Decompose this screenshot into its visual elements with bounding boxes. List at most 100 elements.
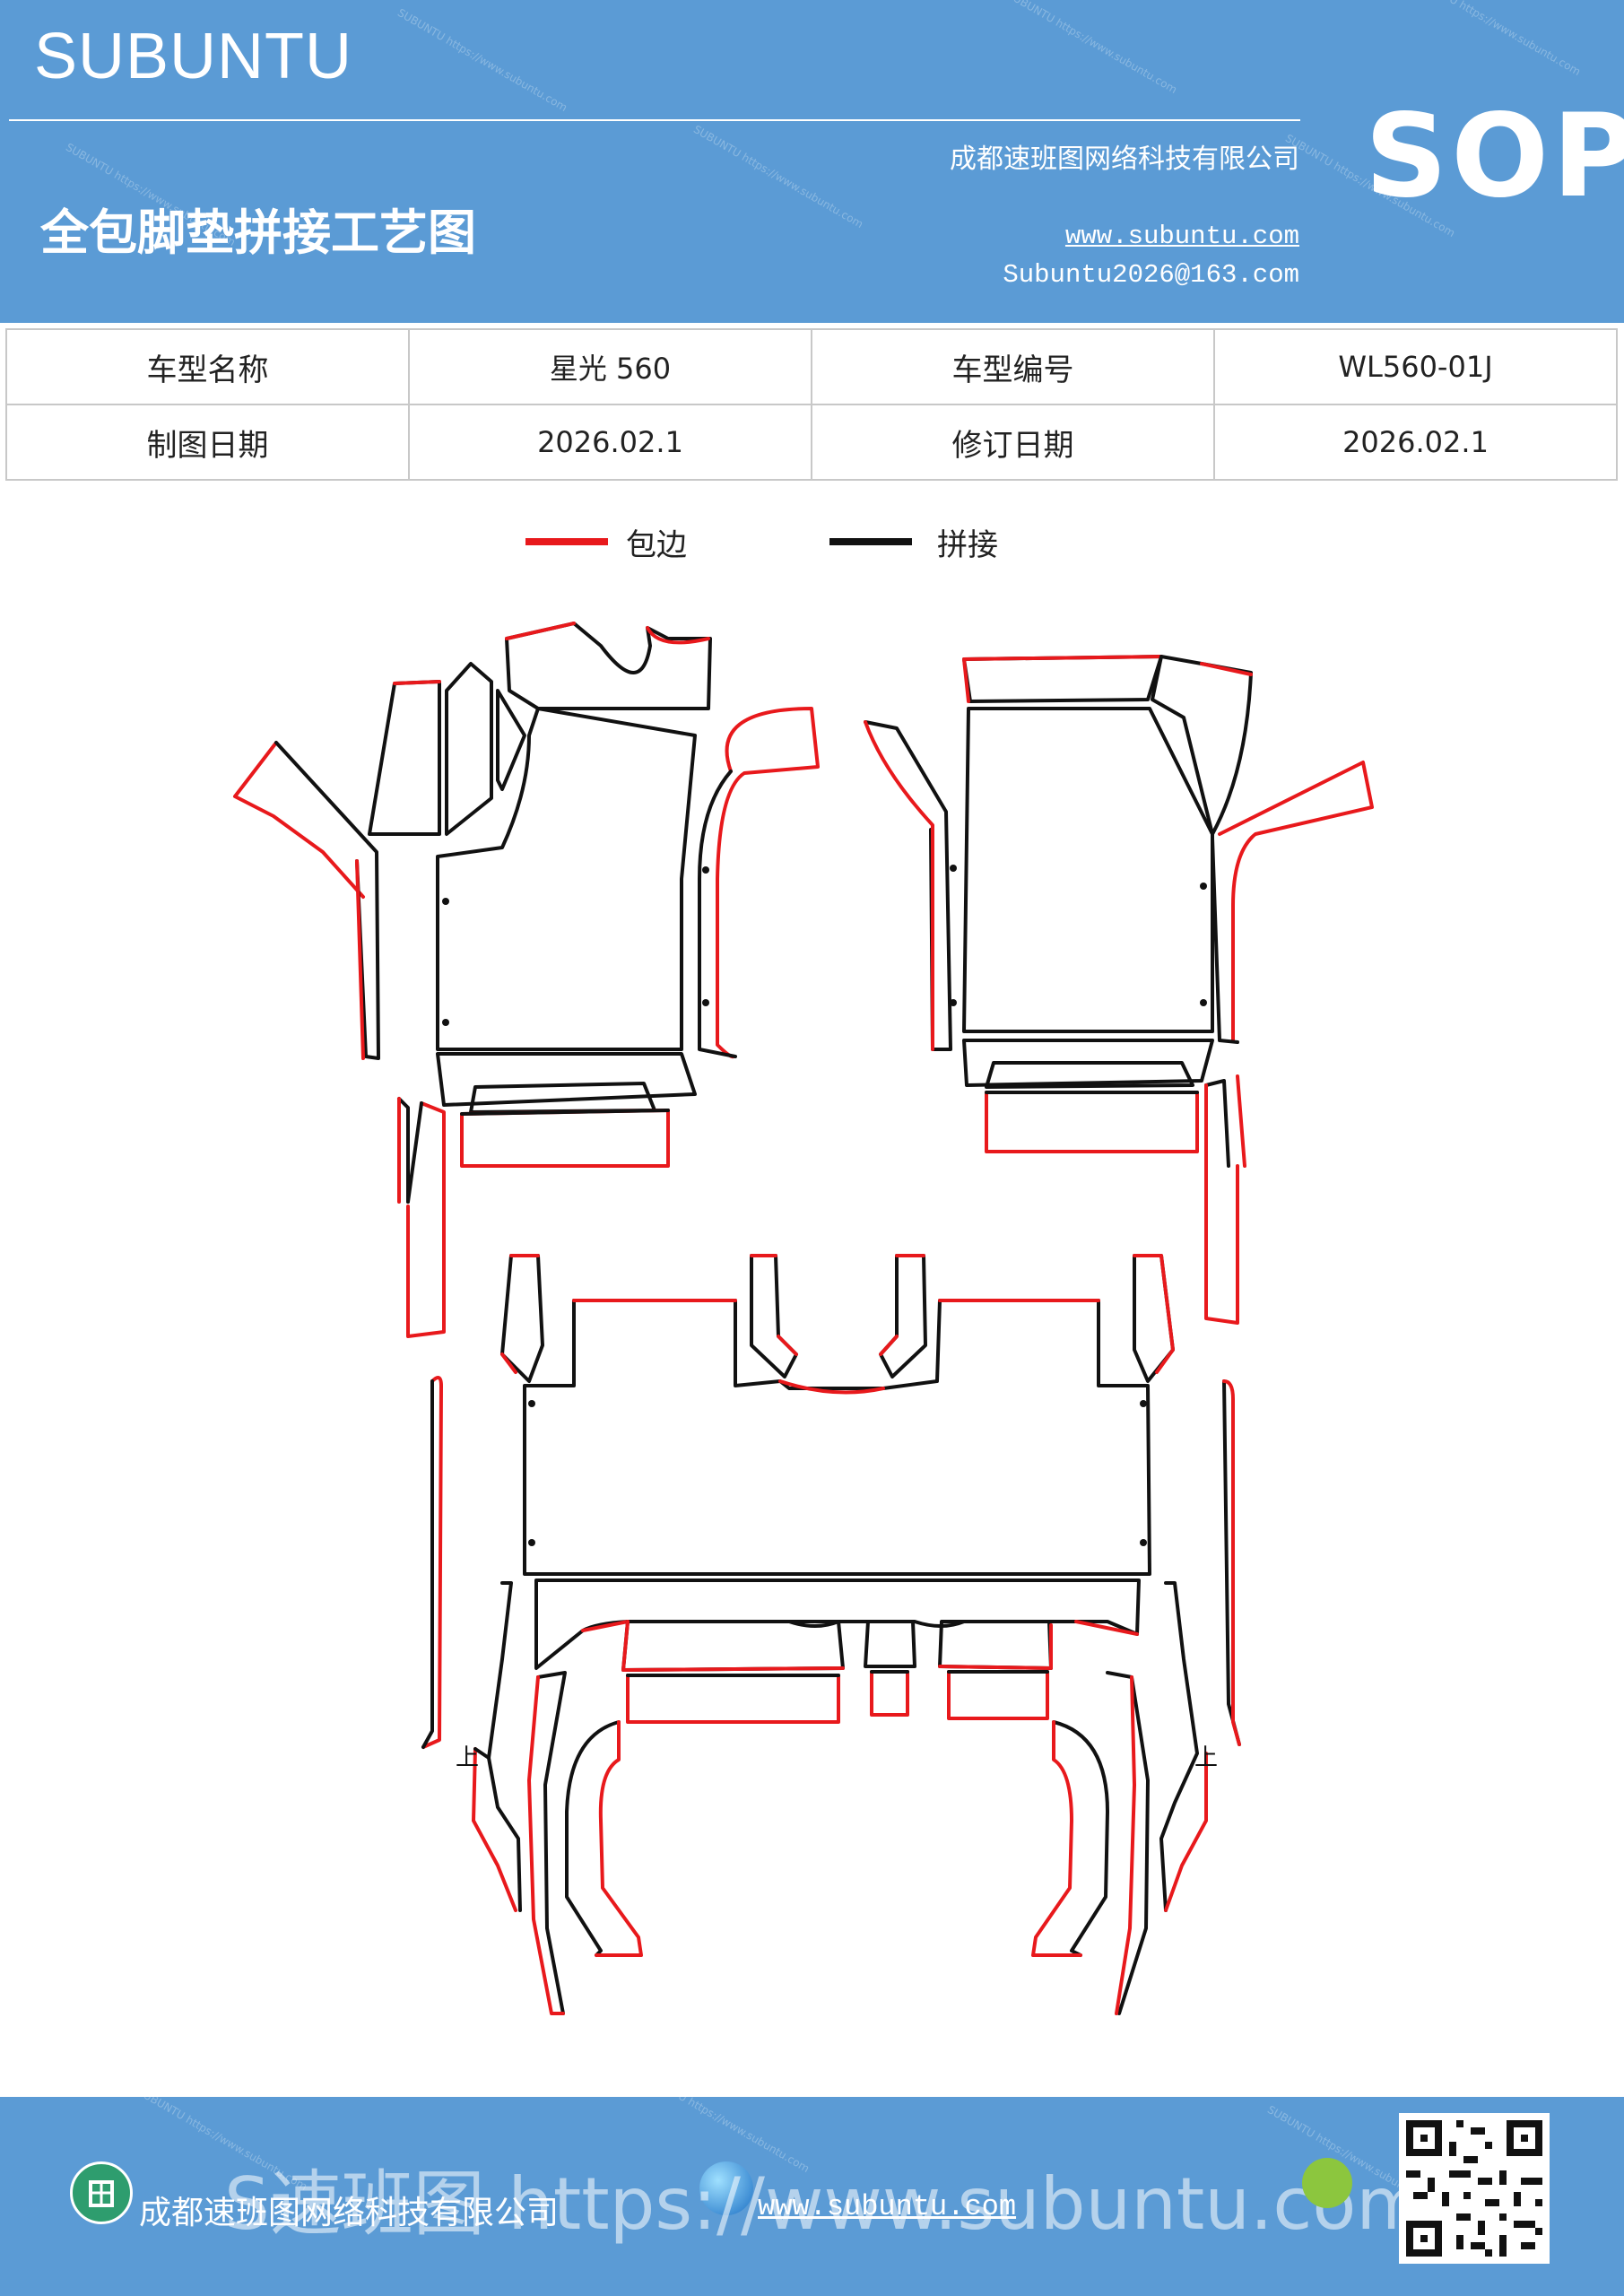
mat-piece	[870, 1670, 909, 1717]
model-code-value: WL560-01J	[1213, 328, 1618, 405]
model-name-label: 车型名称	[5, 328, 410, 405]
mat-piece	[505, 622, 710, 645]
mat-piece	[1115, 1675, 1136, 2015]
globe-icon	[699, 2161, 753, 2215]
mat-piece	[864, 720, 934, 1051]
mat-piece	[626, 1674, 840, 1724]
footer-company-name: 成都速班图网络科技有限公司	[139, 2195, 560, 2231]
mat-piece	[750, 1254, 798, 1378]
brand-logo-text: SUBUNTU	[34, 21, 353, 92]
mat-piece	[473, 1747, 491, 1760]
table-row: 制图日期 2026.02.1 修订日期 2026.02.1	[5, 404, 1618, 481]
mat-piece	[698, 770, 737, 1058]
mat-piece	[938, 1623, 1053, 1670]
mat-piece	[500, 1254, 540, 1374]
mat-piece	[879, 1254, 927, 1378]
mat-piece	[460, 1109, 670, 1116]
mat-piece	[274, 741, 380, 1060]
mat-piece	[572, 1299, 1100, 1395]
mat-piece	[536, 1671, 567, 2015]
mat-piece	[421, 1379, 434, 1749]
rear-mats	[472, 1581, 1208, 2015]
mat-piece	[406, 1101, 423, 1204]
revise-date-label: 修订日期	[811, 404, 1215, 481]
watermark: SUBUNTU https://www.subuntu.com	[395, 5, 569, 115]
mat-piece	[523, 1299, 1151, 1576]
mat-piece	[581, 1620, 1139, 1636]
mat-piece	[406, 1101, 446, 1338]
mat-piece	[1236, 1074, 1246, 1168]
second-row-mats	[421, 1254, 1241, 1749]
mat-piece	[1218, 761, 1374, 1042]
draw-date-label: 制图日期	[5, 404, 410, 481]
footer-website-link[interactable]: www.subuntu.com	[758, 2190, 1017, 2223]
mat-piece	[1106, 1671, 1150, 2015]
company-building-icon	[70, 2161, 133, 2224]
mat-piece	[1133, 1254, 1175, 1383]
mat-piece	[436, 1052, 697, 1107]
mat-piece	[436, 707, 697, 1051]
floor-mat-diagram: 上 上	[233, 622, 1374, 2015]
legend: 包边 拼接	[0, 527, 1624, 574]
model-code-label: 车型编号	[811, 328, 1215, 405]
mat-piece	[565, 1720, 621, 1957]
mat-piece	[421, 1376, 443, 1749]
mat-piece	[397, 1097, 410, 1204]
mat-piece	[621, 1620, 845, 1672]
mat-piece	[393, 680, 441, 685]
front-direction-mark-right: 上	[1194, 1744, 1218, 1771]
header-divider	[9, 119, 1300, 121]
mat-piece	[505, 622, 712, 710]
model-info-table: 车型名称 星光 560 车型编号 WL560-01J 制图日期 2026.02.…	[5, 328, 1618, 481]
mat-piece	[355, 859, 365, 1060]
header-banner: SUBUNTU https://www.subuntu.com SUBUNTU …	[0, 0, 1624, 323]
legend-seam-swatch	[829, 538, 912, 545]
mat-piece	[985, 1091, 1199, 1153]
website-link[interactable]: www.subuntu.com	[1064, 222, 1299, 251]
watermark: SUBUNTU https://www.subuntu.com	[1408, 0, 1583, 79]
contact-email[interactable]: Subuntu2026@163.com	[1003, 260, 1299, 290]
mat-piece	[962, 1039, 1214, 1087]
mat-piece	[1164, 1752, 1208, 1912]
wechat-icon	[1302, 2158, 1352, 2208]
mat-piece	[1211, 837, 1239, 1044]
mat-piece	[472, 1747, 517, 1912]
mat-piece	[496, 689, 526, 791]
mat-piece	[879, 1254, 925, 1356]
mat-piece	[1204, 1079, 1230, 1168]
company-name: 成都速班图网络科技有限公司	[950, 144, 1299, 175]
legend-seam-label: 拼接	[937, 527, 998, 563]
front-right-mats	[864, 655, 1374, 1325]
draw-date-value: 2026.02.1	[408, 404, 812, 481]
mat-piece	[985, 1061, 1194, 1089]
mat-piece	[864, 720, 952, 1051]
mat-piece	[962, 655, 1163, 703]
mat-piece	[1204, 1083, 1239, 1325]
mat-piece	[527, 1675, 565, 2015]
revise-date-value: 2026.02.1	[1213, 404, 1618, 481]
mat-piece	[460, 1109, 670, 1168]
qr-code[interactable]	[1399, 2113, 1550, 2264]
mat-piece	[750, 1254, 798, 1356]
legend-edge-label: 包边	[626, 527, 687, 563]
mat-piece	[864, 1620, 916, 1668]
mat-piece	[938, 1620, 1053, 1670]
front-left-mats	[233, 622, 820, 1338]
mat-piece	[621, 1620, 845, 1672]
mat-piece	[1052, 1720, 1109, 1957]
mat-piece	[1031, 1720, 1082, 1957]
mat-piece	[1133, 1254, 1175, 1374]
mat-piece	[947, 1670, 1049, 1720]
mat-piece	[1200, 662, 1253, 676]
mat-piece	[445, 662, 493, 836]
legend-edge-swatch	[525, 538, 608, 545]
page-title: 全包脚垫拼接工艺图	[40, 204, 476, 261]
watermark: SUBUNTU https://www.subuntu.com	[1004, 0, 1179, 97]
footer-banner: SUBUNTU https://www.subuntu.com SUBUNTU …	[0, 2097, 1624, 2296]
mat-piece	[233, 741, 365, 899]
mat-piece	[1159, 1581, 1199, 1912]
mat-piece	[534, 1578, 1141, 1670]
sop-badge: SOP	[1365, 90, 1624, 223]
table-row: 车型名称 星光 560 车型编号 WL560-01J	[5, 328, 1618, 405]
footer-watermark-overlay: S速班图 https://www.subuntu.com	[224, 2162, 1427, 2246]
